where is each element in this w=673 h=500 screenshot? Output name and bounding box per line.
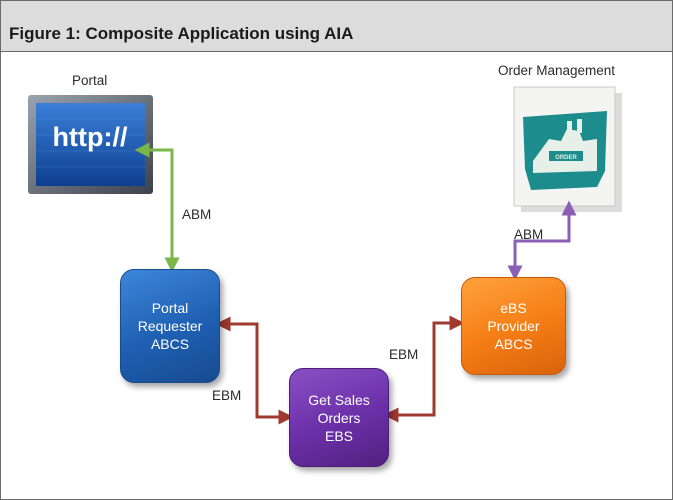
node-line: ABCS <box>494 336 533 352</box>
get-sales-orders-ebs-node: Get Sales Orders EBS <box>289 368 389 467</box>
order-management-image: ORDER <box>513 86 622 212</box>
order-abm-label: ABM <box>514 227 544 242</box>
node-line: ABCS <box>150 336 190 352</box>
requester-ebm-label: EBM <box>212 388 242 403</box>
order-management-label: Order Management <box>498 63 616 78</box>
node-line: Orders <box>317 409 361 426</box>
figure-title: Figure 1: Composite Application using AI… <box>9 24 354 43</box>
node-line: Requester <box>137 318 203 334</box>
node-line: Portal <box>151 300 189 316</box>
requester-ebm-connector <box>215 316 294 425</box>
node-line: EBS <box>324 427 353 444</box>
portal-monitor-icon: http:// <box>28 95 153 194</box>
portal-abm-connector <box>134 142 180 273</box>
ebs-provider-abcs-node: eBS Provider ABCS <box>461 277 566 375</box>
order-image-text: ORDER <box>555 155 577 161</box>
portal-screen-text: http:// <box>53 122 128 152</box>
portal-requester-abcs-node: Portal Requester ABCS <box>120 269 220 383</box>
node-line: Provider <box>487 318 540 334</box>
portal-abm-label: ABM <box>182 207 212 222</box>
title-divider <box>1 51 672 52</box>
node-line: eBS <box>500 300 527 316</box>
provider-ebm-connector <box>383 315 465 423</box>
node-line: Get Sales <box>308 391 370 408</box>
order-abm-connector <box>507 200 577 281</box>
provider-ebm-label: EBM <box>389 347 419 362</box>
portal-label: Portal <box>72 73 108 88</box>
figure-title-bar: Figure 1: Composite Application using AI… <box>1 1 672 51</box>
